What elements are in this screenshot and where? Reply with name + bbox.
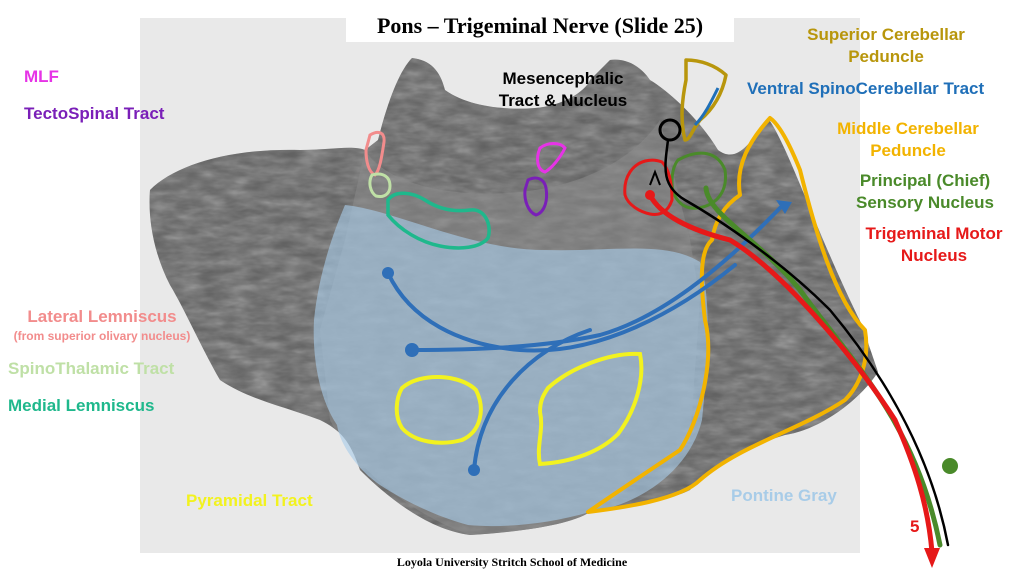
medial-lemniscus-outline [386,191,491,250]
lateral-lemniscus-outline [364,130,386,177]
motor-nucleus-dot [645,190,655,200]
label-trigeminal-motor-line1: Trigeminal Motor [865,224,1003,243]
mlf-outline [536,142,567,174]
label-pontine-gray: Pontine Gray [731,486,837,505]
label-mesencephalic: Mesencephalic Tract & Nucleus [470,68,656,112]
pyramidal-tract-left [394,375,483,445]
label-principal-sensory: Principal (Chief) Sensory Nucleus [834,170,1016,214]
label-trigeminal-motor: Trigeminal Motor Nucleus [848,223,1020,267]
mesencephalic-nucleus-circle [658,118,682,142]
label-pyramidal: Pyramidal Tract [186,491,313,510]
mesencephalic-branch [649,169,661,186]
label-middle-cerebellar: Middle Cerebellar Peduncle [822,118,994,162]
label-superior-cerebellar-line1: Superior Cerebellar [807,25,965,44]
label-lateral-lemniscus-sub: (from superior olivary nucleus) [13,329,191,343]
label-middle-cerebellar-line1: Middle Cerebellar [837,119,979,138]
label-lateral-lemniscus: Lateral Lemniscus (from superior olivary… [4,306,200,344]
fiber-origin-dot-1 [382,267,394,279]
label-ventral-spinocerebellar: Ventral SpinoCerebellar Tract [747,79,985,98]
ventral-spinocerebellar-outline [693,87,720,127]
fiber-origin-dot-2 [405,343,419,357]
mesencephalic-tract-fibers [664,138,950,547]
label-nerve-number: 5 [910,517,920,536]
label-trigeminal-motor-line2: Nucleus [900,246,968,265]
label-superior-cerebellar: Superior Cerebellar Peduncle [800,24,972,68]
fiber-arrowhead [776,200,792,214]
label-principal-line2: Sensory Nucleus [856,193,994,212]
fiber-origin-dot-3 [468,464,480,476]
pyramidal-tract-right [536,351,644,467]
label-mesencephalic-line2: Tract & Nucleus [498,91,628,110]
label-spinothalamic: SpinoThalamic Tract [8,359,175,378]
middle-cerebellar-peduncle-outline [586,116,869,514]
label-superior-cerebellar-line2: Peduncle [848,47,924,66]
label-principal-line1: Principal (Chief) [859,171,991,190]
label-lateral-lemniscus-main: Lateral Lemniscus [27,307,177,326]
label-mlf: MLF [24,67,59,86]
principal-ganglion-dot [942,458,958,474]
label-mesencephalic-line1: Mesencephalic [502,69,624,88]
motor-arrowhead [924,548,940,568]
tectospinal-outline [523,176,549,217]
label-middle-cerebellar-line2: Peduncle [870,141,946,160]
pontine-gray-region [313,205,708,527]
label-medial-lemniscus: Medial Lemniscus [8,396,155,415]
spinothalamic-outline [368,172,392,198]
trigeminal-motor-fibers [647,192,935,555]
slide-title: Pons – Trigeminal Nerve (Slide 25) [346,10,734,42]
label-tectospinal: TectoSpinal Tract [24,104,165,123]
pontocerebellar-fibers [386,206,782,472]
footer-credit: Loyola University Stritch School of Medi… [396,555,628,569]
